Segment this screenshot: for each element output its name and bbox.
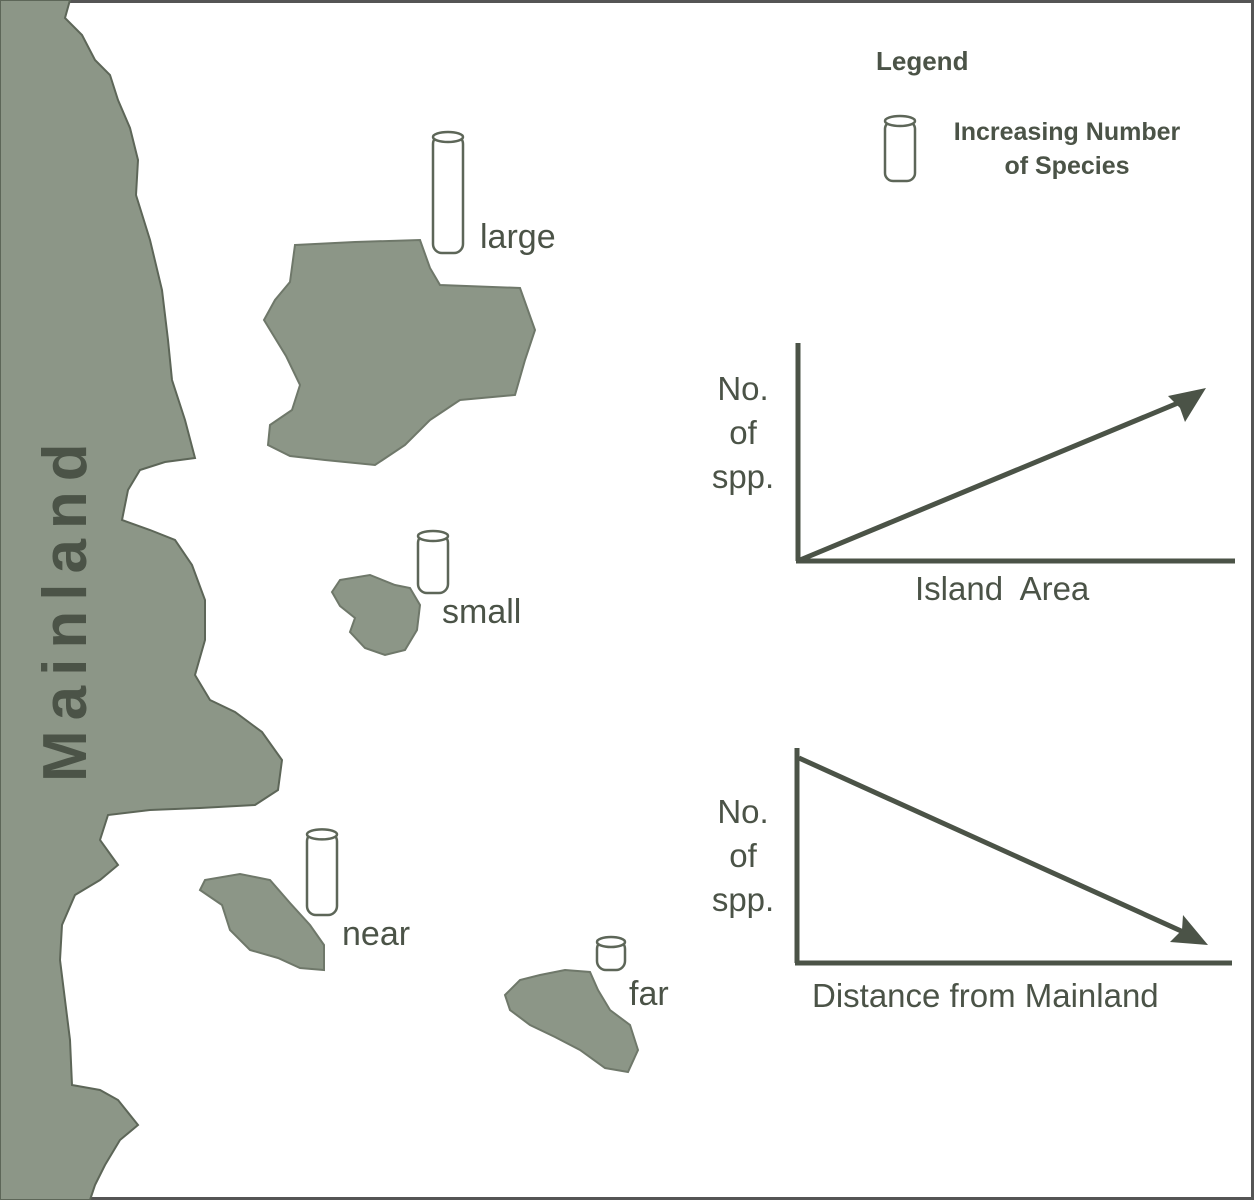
cyl-far-cap xyxy=(595,935,627,949)
legend-item-label: Increasing Number of Species xyxy=(932,115,1202,183)
island-small-label: small xyxy=(442,593,522,631)
legend-title: Legend xyxy=(876,46,969,76)
cylinder-near-icon xyxy=(305,828,339,917)
graph-distance-y-label-line3: spp. xyxy=(711,881,775,918)
graph-distance-x-label: Distance from Mainland xyxy=(812,977,1159,1014)
cylinder-small-icon xyxy=(416,529,450,595)
cylinder-large-icon xyxy=(431,130,465,255)
island-large-shape xyxy=(262,238,537,467)
cyl-near-cap xyxy=(305,828,339,841)
legend-item-label-line2: of Species xyxy=(1004,152,1130,180)
graph-distance-trend-line xyxy=(797,755,1192,938)
island-large-label: large xyxy=(480,218,556,256)
graph-area-trend-line xyxy=(799,395,1191,563)
cyl-large-body xyxy=(431,133,465,255)
graph-distance-y-label-line2: of xyxy=(729,837,757,874)
mainland-label: Mainland xyxy=(31,433,100,782)
graph-area xyxy=(795,343,1235,564)
graph-area-arrowhead-icon xyxy=(1168,388,1206,422)
cylinder-far-icon xyxy=(595,935,627,972)
graph-area-y-label-line3: spp. xyxy=(711,458,775,495)
graph-area-x-label-text: Island Area xyxy=(915,570,1090,607)
graph-distance-arrowhead-icon xyxy=(1170,915,1208,945)
graph-distance-y-label: No. of spp. xyxy=(700,790,786,922)
island-far-label: far xyxy=(629,975,669,1013)
cyl-near-body xyxy=(305,831,339,917)
island-small-shape xyxy=(330,573,422,657)
mainland-shape xyxy=(0,0,284,1200)
graph-area-y-label-line1: No. xyxy=(717,370,769,407)
cyl-large-cap xyxy=(431,130,465,144)
graph-distance-y-label-line1: No. xyxy=(717,793,769,830)
graph-area-x-label: Island Area xyxy=(915,570,1089,608)
island-near-shape xyxy=(198,872,325,972)
cyl-small-body xyxy=(416,532,450,595)
island-near-label: near xyxy=(342,915,411,953)
cyl-small-cap xyxy=(416,529,450,543)
legend-cylinder-icon xyxy=(883,114,917,183)
island-far-shape xyxy=(503,968,640,1074)
legend-item-label-line1: Increasing Number xyxy=(953,118,1181,146)
graph-area-y-label: No. of spp. xyxy=(700,367,786,499)
graph-distance xyxy=(794,748,1232,966)
graph-area-y-label-line2: of xyxy=(729,414,757,451)
